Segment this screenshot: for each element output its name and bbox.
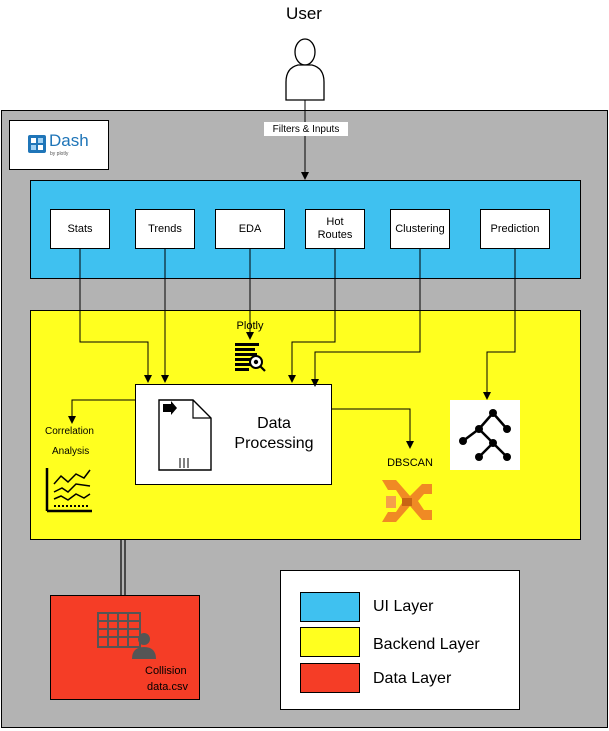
stats-arrow [79, 249, 152, 383]
clustering-arrow [311, 249, 421, 387]
dbscan-cluster-icon [382, 480, 432, 522]
hot-routes-arrow [288, 249, 336, 383]
legend-label-ui: UI Layer [373, 598, 434, 615]
csv-label-line2: data.csv [147, 681, 188, 693]
legend-label-data: Data Layer [373, 670, 452, 687]
dash-logo-icon [28, 135, 46, 153]
processing-to-dbscan-arrow [332, 408, 414, 449]
document-icon [158, 399, 212, 471]
clustering-button[interactable]: Clustering [390, 209, 450, 249]
eda-button[interactable]: EDA [215, 209, 285, 249]
legend-swatch-backend [300, 627, 360, 657]
decision-tree-icon [459, 409, 511, 461]
dash-logo: Dash by plotly [9, 120, 109, 170]
spreadsheet-user-icon [97, 612, 156, 659]
legend-swatch-data [300, 663, 360, 693]
backend-data-connector [120, 540, 126, 596]
legend-swatch-ui [300, 592, 360, 622]
correlation-chart-icon [45, 468, 92, 513]
legend-label-backend: Backend Layer [373, 636, 480, 653]
correlation-label-line2: Analysis [52, 446, 90, 457]
trends-button[interactable]: Trends [135, 209, 195, 249]
filters-inputs-label: Filters & Inputs [264, 122, 348, 136]
dbscan-label: DBSCAN [387, 457, 433, 469]
dash-logo-byline: by plotly [50, 151, 69, 157]
hot-routes-button[interactable]: Hot Routes [305, 209, 365, 249]
dash-logo-name: Dash [49, 131, 89, 150]
correlation-label-line1: Correlation [45, 426, 94, 437]
prediction-arrow [483, 249, 516, 400]
stats-button[interactable]: Stats [50, 209, 110, 249]
prediction-button[interactable]: Prediction [480, 209, 550, 249]
processing-to-correlation-arrow [68, 399, 135, 424]
plotly-icon [235, 343, 266, 372]
csv-label-line1: Collision [145, 665, 187, 677]
user-label: User [286, 4, 322, 23]
data-processing-label: Data Processing [234, 415, 314, 452]
user-icon [285, 38, 325, 101]
